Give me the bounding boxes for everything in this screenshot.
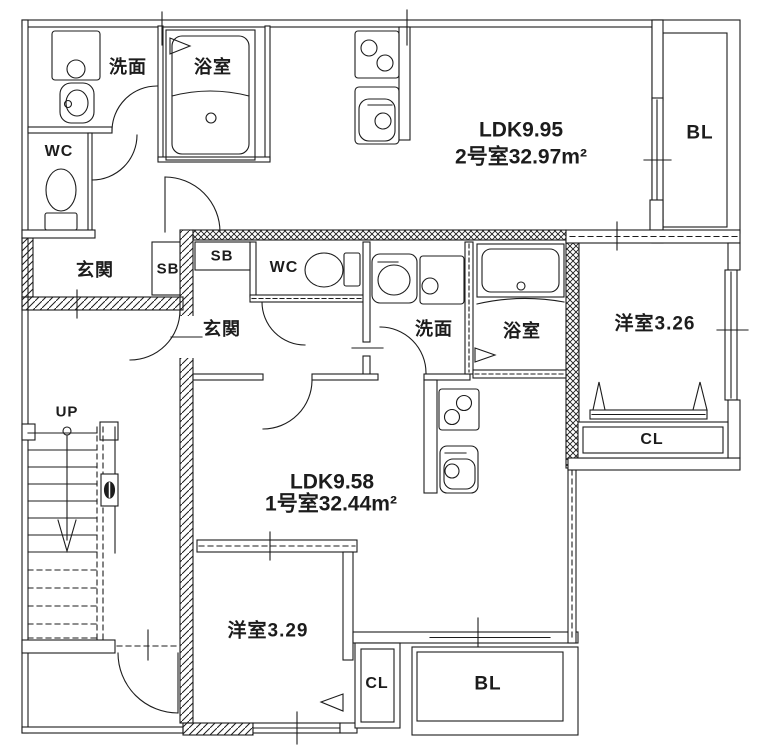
unit1-ldk-name-label: LDK9.58 [289, 470, 375, 494]
unit2-walls [21, 25, 411, 296]
unit1-closet-bottom-label: CL [365, 675, 389, 692]
unit-separation-walls [192, 229, 580, 469]
unit1-balcony-label: BL [474, 673, 502, 695]
unit1-walls [192, 221, 749, 745]
kitchen-sink [354, 86, 400, 145]
unit1-ldk-area-label: 1号室32.44m² [265, 492, 397, 516]
outer-walls [21, 19, 664, 734]
wall-ticks [76, 9, 408, 661]
closet-bottom-box [354, 642, 401, 729]
kitchen-sink [439, 445, 479, 494]
unit1-bathroom-label: 浴室 [503, 321, 541, 341]
toilet [304, 252, 361, 288]
unit1-bedroom-bottom-label: 洋室3.29 [227, 620, 309, 642]
up-arrow [57, 426, 77, 553]
kitchen-stove [438, 388, 480, 431]
unit2-ldk-name-label: LDK9.95 [478, 118, 564, 142]
unit1-bedroom-right-label: 洋室3.26 [614, 313, 696, 335]
laundry-pan [419, 255, 465, 305]
bathtub [165, 29, 256, 161]
hatched-walls [21, 229, 254, 736]
unit2-washroom-label: 洗面 [109, 57, 147, 77]
unit2-shoebox-label: SB [156, 260, 180, 278]
wash-basin [59, 82, 95, 124]
unit2-balcony-label: BL [686, 122, 714, 144]
unit2-fixtures [44, 29, 400, 231]
unit2-ldk-area-label: 2号室32.97m² [455, 145, 587, 169]
unit2-wc-label: WC [44, 143, 74, 160]
toilet [44, 168, 78, 231]
stairs-up-label: UP [55, 403, 79, 421]
bathtub [476, 243, 565, 305]
unit1-fixtures [304, 243, 565, 494]
staircase [21, 421, 119, 641]
unit1-washroom-label: 洗面 [415, 319, 453, 339]
wash-basin [371, 253, 418, 304]
laundry-pan [51, 30, 101, 81]
balcony-bottom-box [411, 646, 579, 736]
unit2-entrance-label: 玄関 [76, 260, 114, 280]
unit1-wc-label: WC [269, 259, 299, 276]
closet-right-box [577, 421, 729, 459]
unit1-closet-right-label: CL [640, 431, 664, 448]
unit1-shoebox-label: SB [210, 247, 234, 265]
door-triangle-markers [169, 37, 708, 712]
unit2-bathroom-label: 浴室 [194, 57, 232, 77]
door-arcs [91, 85, 427, 714]
kitchen-stove [354, 30, 400, 79]
balcony-top-right [643, 19, 741, 244]
unit1-entrance-label: 玄関 [203, 319, 241, 339]
